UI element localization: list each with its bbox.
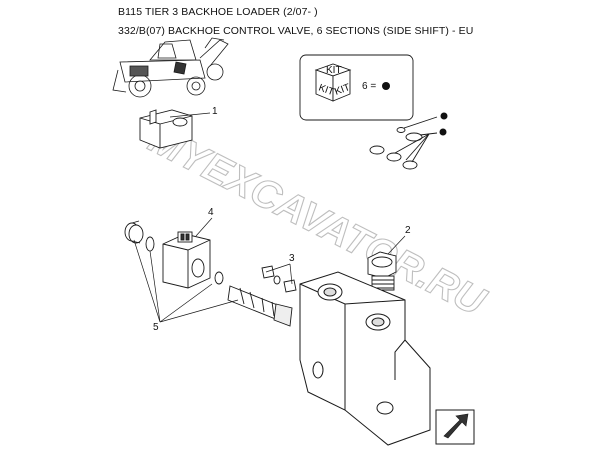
callout-3: 3: [289, 253, 295, 264]
kit-top-label: KIT: [326, 65, 342, 76]
kit-right-label: KIT: [333, 82, 351, 98]
callout-5: 5: [153, 322, 159, 333]
callout-2: 2: [405, 225, 411, 236]
kit-dot-icon: [382, 82, 390, 90]
part-4-solenoid-coil: [162, 231, 211, 289]
part-3-fittings: [261, 265, 297, 293]
callout-leader-3: [265, 263, 293, 285]
part-5-cartridge-valve: [124, 220, 293, 327]
part-2-plug: [367, 251, 397, 291]
part-1-bracket: [139, 109, 193, 149]
backhoe-loader-thumbnail: [112, 37, 231, 98]
callout-1: 1: [212, 106, 218, 117]
kit-equation: 6 =: [362, 81, 376, 92]
callout-leader-2: [387, 235, 406, 255]
header-title: B115 TIER 3 BACKHOE LOADER (2/07- ): [118, 6, 318, 18]
seal-ring-set: [369, 116, 438, 170]
callout-leader-1: [169, 112, 211, 118]
callout-leader-4: [195, 217, 213, 237]
next-page-arrow-icon[interactable]: [435, 409, 475, 445]
seal-kit-dot-icon: [440, 112, 448, 120]
seal-kit-dot-icon: [439, 128, 447, 136]
header-subtitle: 332/B(07) BACKHOE CONTROL VALVE, 6 SECTI…: [118, 25, 474, 37]
kit-left-label: KIT: [317, 82, 335, 98]
callout-leader-5: [133, 239, 239, 323]
callout-4: 4: [208, 207, 214, 218]
kit-box: [299, 54, 414, 121]
control-valve-body: [299, 271, 431, 446]
